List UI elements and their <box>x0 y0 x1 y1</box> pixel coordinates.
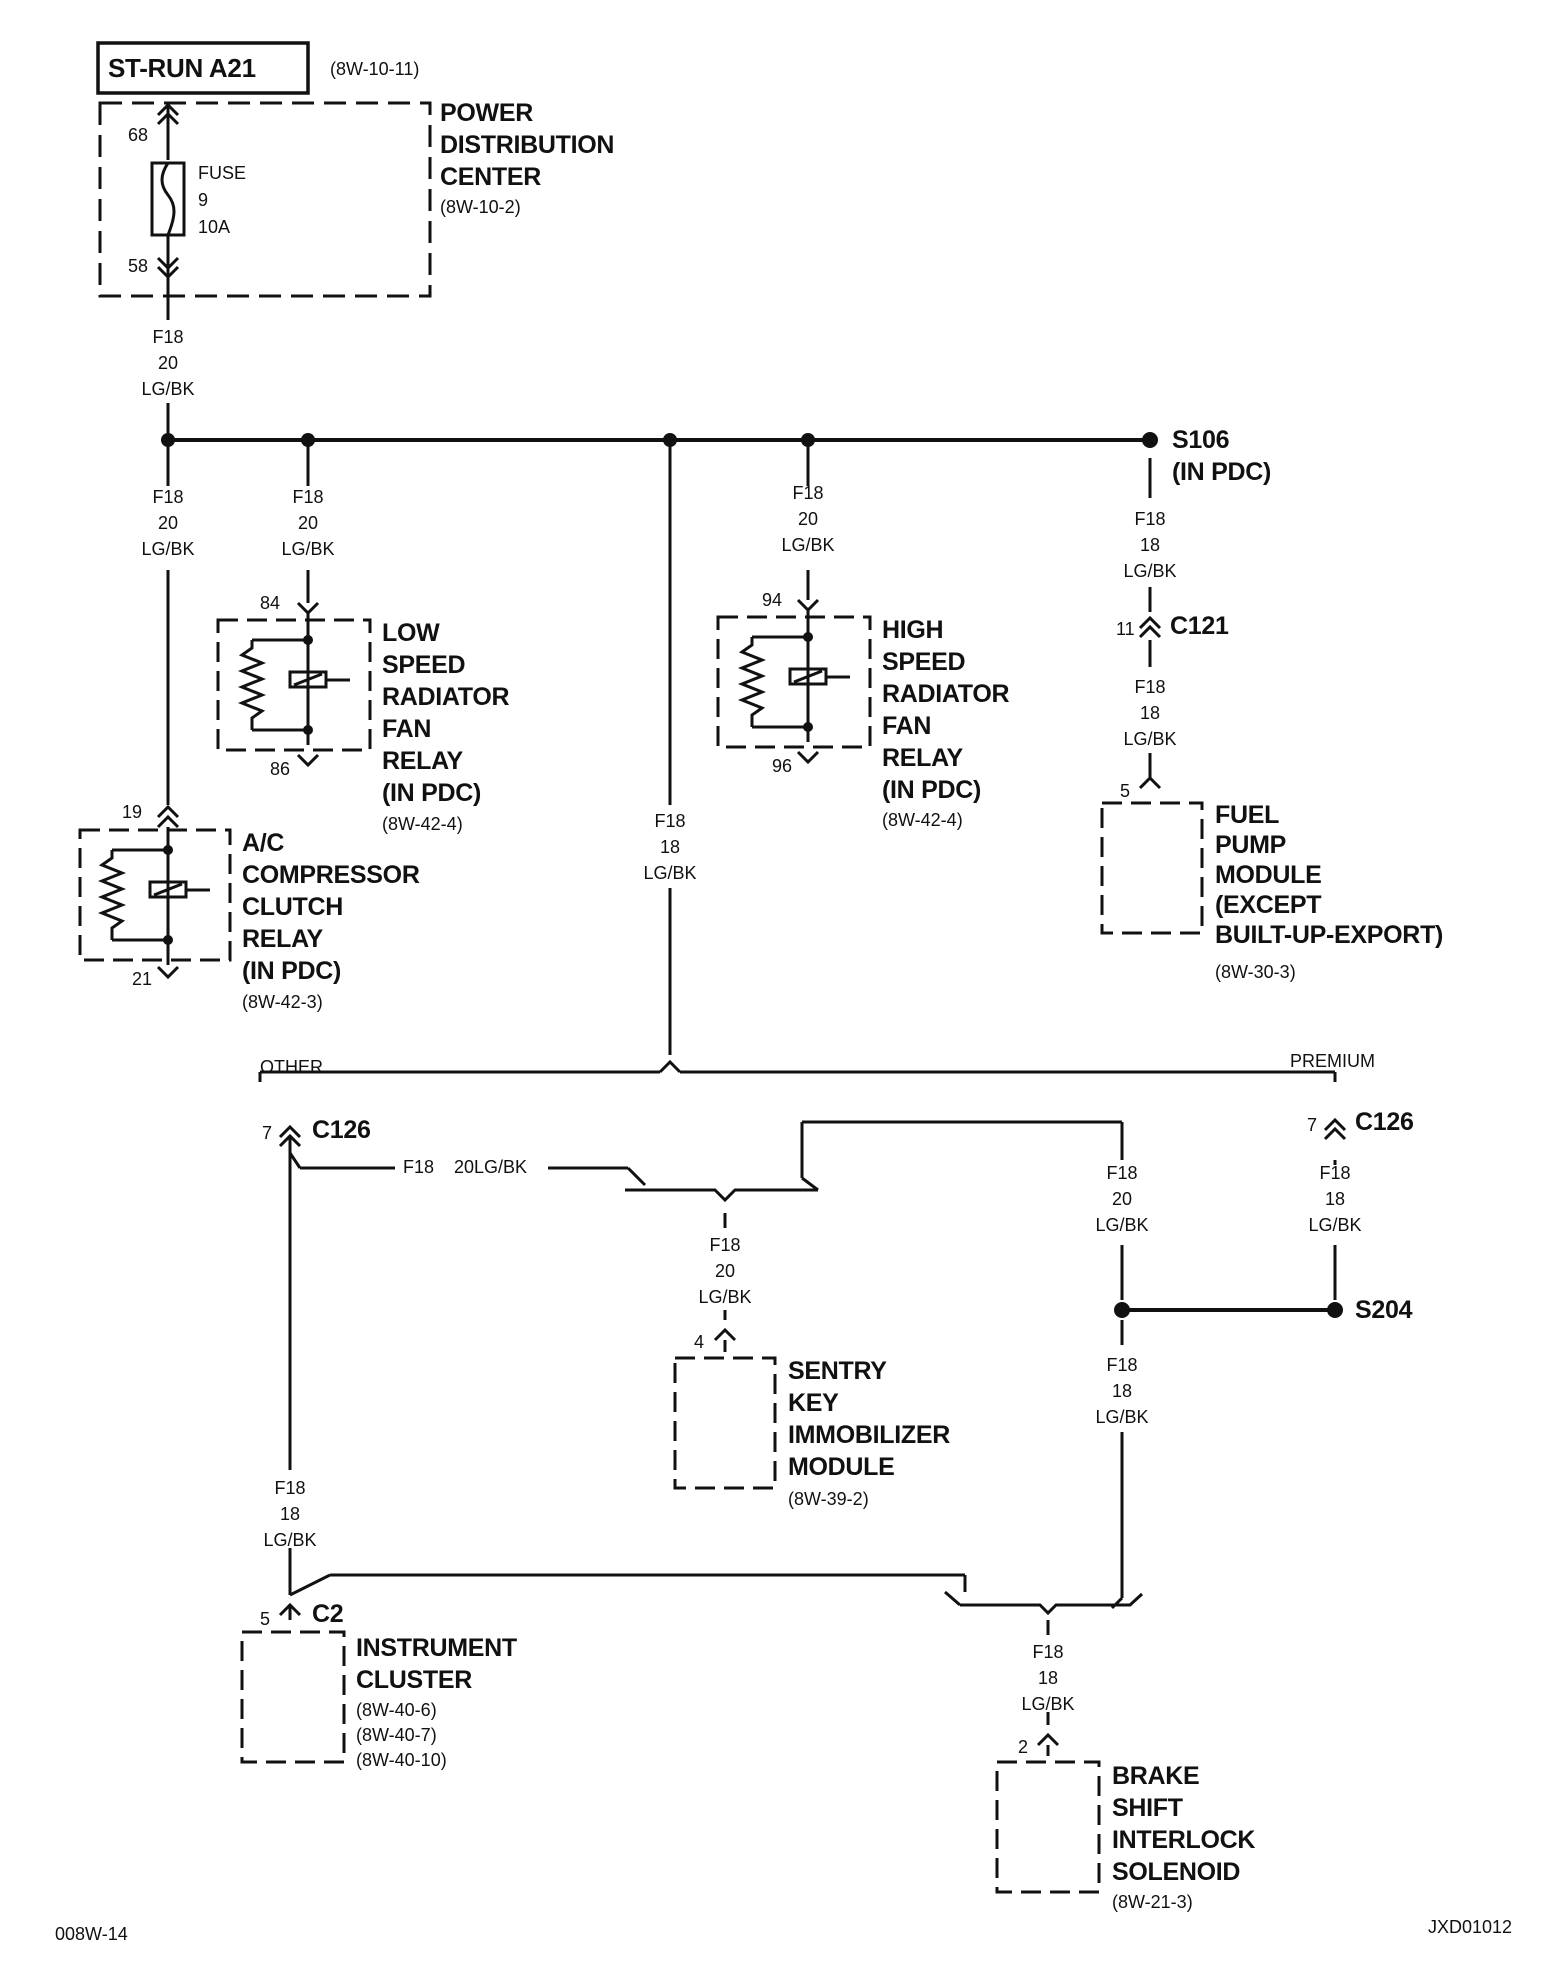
s204-label: S204 <box>1355 1296 1413 1324</box>
high-relay-ref: (8W-42-4) <box>882 810 963 830</box>
s106-label: S106(IN PDC) <box>1172 426 1271 486</box>
pdc-pin-in: 68 <box>128 125 149 145</box>
sentry-pin: 4 <box>694 1332 705 1352</box>
c126-premium-pin: 7 <box>1307 1115 1318 1135</box>
c126-premium-label: C126 <box>1355 1108 1414 1136</box>
fuel-pump-pin: 5 <box>1120 781 1131 801</box>
circuit-ref: (8W-10-11) <box>330 59 420 79</box>
c121-pin: 11 <box>1116 619 1135 639</box>
sentry-ref: (8W-39-2) <box>788 1489 869 1509</box>
ac-relay-pin-top: 19 <box>122 802 143 822</box>
variant-other: OTHER <box>260 1057 323 1077</box>
ac-relay-pin-bottom: 21 <box>132 969 153 989</box>
c126-other-label: C126 <box>312 1116 371 1144</box>
high-relay-pin-top: 94 <box>762 590 783 610</box>
splice-dots <box>161 432 1343 1318</box>
footer-right: JXD01012 <box>1428 1917 1513 1937</box>
brake-ref: (8W-21-3) <box>1112 1892 1193 1912</box>
fuel-pump-box <box>1100 801 1204 935</box>
low-relay-ref: (8W-42-4) <box>382 814 463 834</box>
fuse-element <box>160 162 176 236</box>
pdc-pin-out: 58 <box>128 256 149 276</box>
sentry-box <box>673 1356 777 1490</box>
fuse-symbol <box>150 161 186 237</box>
low-relay-pin-bottom: 86 <box>270 759 291 779</box>
pdc-ref: (8W-10-2) <box>440 197 521 217</box>
cluster-refs: (8W-40-6)(8W-40-7)(8W-40-10) <box>356 1700 447 1770</box>
ac-relay-box <box>78 828 232 962</box>
low-relay-box <box>216 618 372 752</box>
brake-box <box>995 1760 1101 1894</box>
variant-premium: PREMIUM <box>1290 1051 1375 1071</box>
low-relay-pin-top: 84 <box>260 593 281 613</box>
high-relay-box <box>716 615 872 749</box>
footer-left: 008W-14 <box>55 1924 128 1944</box>
fuel-pump-ref: (8W-30-3) <box>1215 962 1296 982</box>
pdc-box <box>98 101 432 298</box>
brake-pin: 2 <box>1018 1737 1029 1757</box>
cluster-box <box>240 1630 346 1764</box>
ac-relay-ref: (8W-42-3) <box>242 992 323 1012</box>
circuit-box <box>96 41 310 95</box>
high-relay-pin-bottom: 96 <box>772 756 793 776</box>
c2-pin: 5 <box>260 1609 271 1629</box>
c2-label: C2 <box>312 1600 344 1628</box>
c126-other-pin: 7 <box>262 1123 273 1143</box>
circuit-label: ST-RUN A21 <box>108 53 256 83</box>
c121-label: C121 <box>1170 612 1229 640</box>
other-wire-label: F18 20LG/BK <box>403 1157 528 1177</box>
